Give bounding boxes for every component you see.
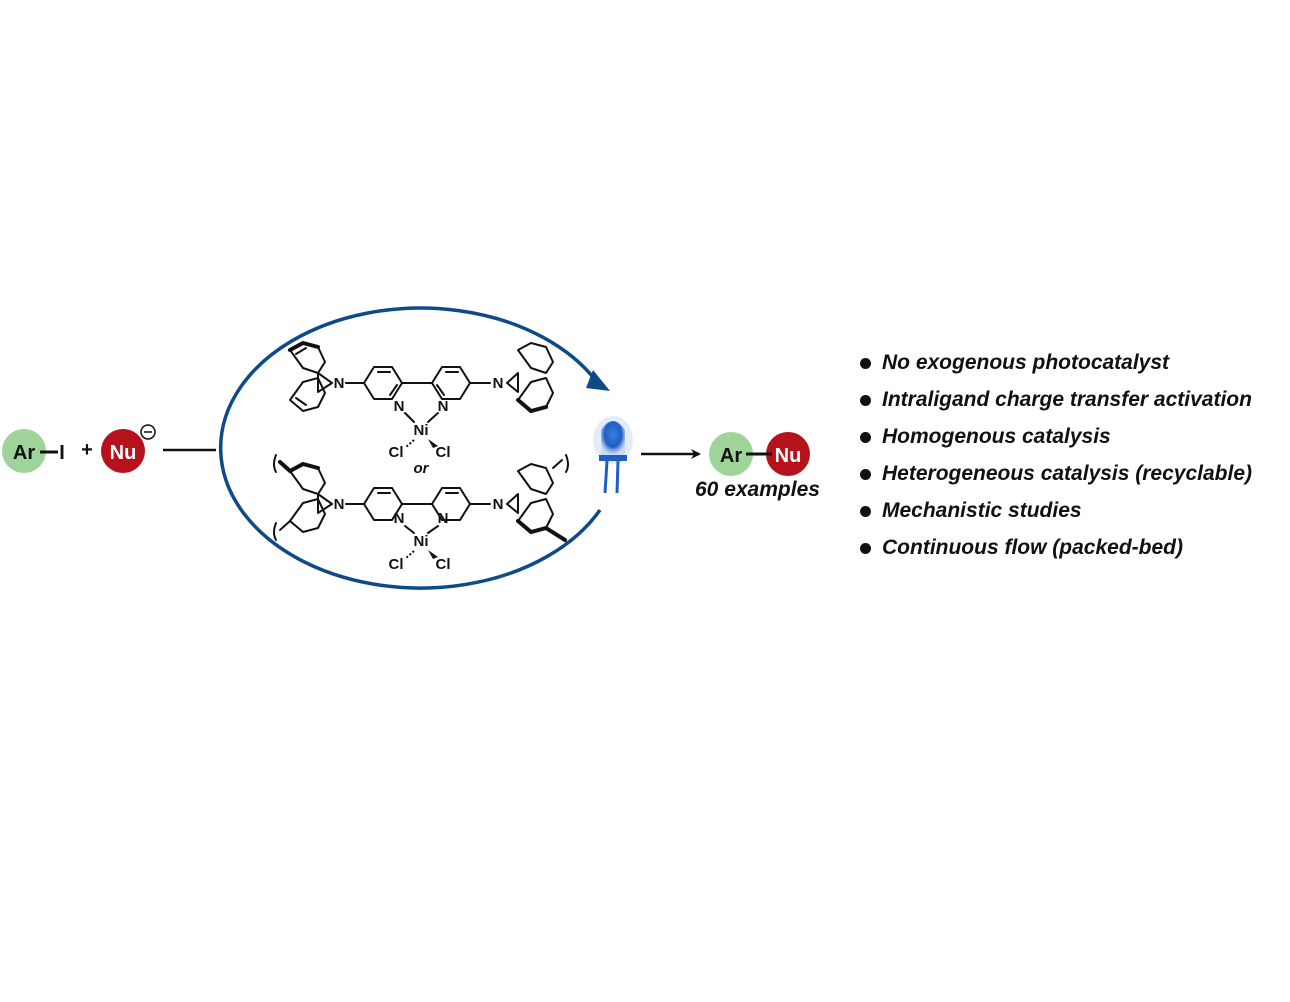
homogeneous-ni-complex: N N N N Ni Cl Cl xyxy=(288,340,554,461)
n-atom: N xyxy=(394,510,405,527)
carbazole-right-polymer xyxy=(506,454,569,542)
nickel-atom: Ni xyxy=(414,533,429,550)
n-atom: N xyxy=(493,375,504,392)
feature-item: Heterogeneous catalysis (recyclable) xyxy=(858,459,1252,496)
bullet-icon xyxy=(860,358,871,369)
nickel-atom: Ni xyxy=(414,422,429,439)
examples-count: 60 examples xyxy=(695,478,820,501)
n-atom: N xyxy=(334,496,345,513)
bullet-icon xyxy=(860,469,871,480)
feature-item: Homogenous catalysis xyxy=(858,422,1252,459)
bullet-icon xyxy=(860,395,871,406)
nucleophile-circle xyxy=(101,429,145,473)
bullet-icon xyxy=(860,543,871,554)
n-atom: N xyxy=(394,398,405,415)
coupled-product: Ar Nu xyxy=(709,432,810,476)
n-atom: N xyxy=(334,375,345,392)
feature-text: Continuous flow (packed-bed) xyxy=(882,536,1183,559)
feature-text: Intraligand charge transfer activation xyxy=(882,388,1252,411)
product-aryl-circle xyxy=(709,432,753,476)
feature-text: Heterogeneous catalysis (recyclable) xyxy=(882,462,1253,485)
feature-item: Intraligand charge transfer activation xyxy=(858,385,1252,422)
blue-led-icon xyxy=(593,416,633,494)
cycle-arrowhead-icon xyxy=(586,370,610,391)
feature-item: No exogenous photocatalyst xyxy=(858,348,1252,385)
chloride-ligand: Cl xyxy=(436,444,451,461)
n-atom: N xyxy=(493,496,504,513)
bullet-icon xyxy=(860,506,871,517)
aryl-label: Ar xyxy=(13,442,35,464)
feature-text: No exogenous photocatalyst xyxy=(882,351,1170,374)
nucleophile-reactant: Nu xyxy=(101,424,156,473)
aryl-circle xyxy=(2,429,46,473)
chloride-ligand: Cl xyxy=(436,556,451,573)
feature-text: Homogenous catalysis xyxy=(882,425,1111,448)
carbazole-left-polymer xyxy=(273,454,333,541)
n-atom: N xyxy=(438,398,449,415)
feature-list: No exogenous photocatalyst Intraligand c… xyxy=(858,348,1252,570)
or-separator: or xyxy=(414,460,430,477)
aryl-iodide-reactant: Ar I xyxy=(2,429,65,473)
bullet-icon xyxy=(860,432,871,443)
carbazole-right xyxy=(506,342,554,414)
n-atom: N xyxy=(438,510,449,527)
plus-sign: + xyxy=(81,439,93,461)
chloride-ligand: Cl xyxy=(389,556,404,573)
carbazole-left xyxy=(288,340,333,412)
feature-item: Mechanistic studies xyxy=(858,496,1252,533)
product-nucleophile-label: Nu xyxy=(775,445,802,467)
nucleophile-label: Nu xyxy=(110,442,137,464)
feature-text: Mechanistic studies xyxy=(882,499,1082,522)
heterogeneous-ni-polymer: N N N N Ni Cl Cl xyxy=(273,454,569,573)
product-nucleophile-circle xyxy=(766,432,810,476)
catalytic-cycle-arc xyxy=(218,306,602,590)
product-aryl-label: Ar xyxy=(720,445,742,467)
chloride-ligand: Cl xyxy=(389,444,404,461)
feature-item: Continuous flow (packed-bed) xyxy=(858,533,1252,570)
iodide-label: I xyxy=(59,442,65,464)
